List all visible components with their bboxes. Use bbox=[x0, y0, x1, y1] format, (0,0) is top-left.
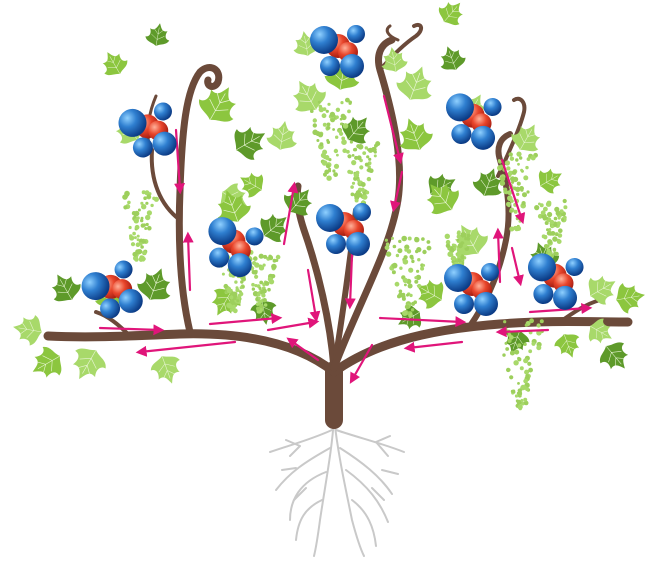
molecule-icon bbox=[316, 203, 371, 256]
flow-arrow-icon bbox=[188, 236, 190, 290]
flower-cluster-icon bbox=[310, 98, 352, 181]
leaf-icon bbox=[613, 280, 645, 315]
leaf-icon bbox=[507, 117, 548, 158]
molecule-icon bbox=[444, 263, 499, 316]
flow-arrow-icon bbox=[210, 318, 278, 324]
leaf-icon bbox=[64, 341, 111, 388]
flow-arrow-icon bbox=[408, 342, 462, 348]
flower-cluster-icon bbox=[385, 236, 432, 318]
molecule-icon bbox=[77, 258, 147, 327]
flower-cluster-icon bbox=[341, 139, 380, 211]
leaf-icon bbox=[552, 329, 585, 362]
flow-arrow-icon bbox=[140, 342, 235, 352]
leaf-icon bbox=[284, 72, 331, 119]
root-system bbox=[270, 418, 404, 556]
flow-arrow-icon bbox=[100, 328, 160, 330]
leaf-icon bbox=[265, 118, 300, 152]
leaf-icon bbox=[24, 342, 68, 386]
flow-arrow-icon bbox=[268, 322, 315, 330]
leaf-icon bbox=[533, 162, 568, 197]
leaf-icon bbox=[148, 351, 187, 389]
leaf-icon bbox=[10, 312, 44, 347]
molecule-icon bbox=[310, 25, 365, 78]
leaf-icon bbox=[44, 267, 85, 308]
leaf-icon bbox=[227, 118, 274, 165]
leaf-icon bbox=[435, 42, 468, 75]
flower-cluster-icon bbox=[122, 190, 159, 262]
leaf-icon bbox=[144, 21, 172, 48]
leaf-icon bbox=[434, 0, 470, 30]
molecule-icon bbox=[116, 101, 179, 163]
flow-arrow-icon bbox=[512, 248, 520, 282]
leaf-icon bbox=[96, 46, 131, 81]
flow-arrow-icon bbox=[284, 186, 294, 244]
molecule-icon bbox=[440, 90, 503, 152]
molecule-icon bbox=[522, 250, 585, 312]
